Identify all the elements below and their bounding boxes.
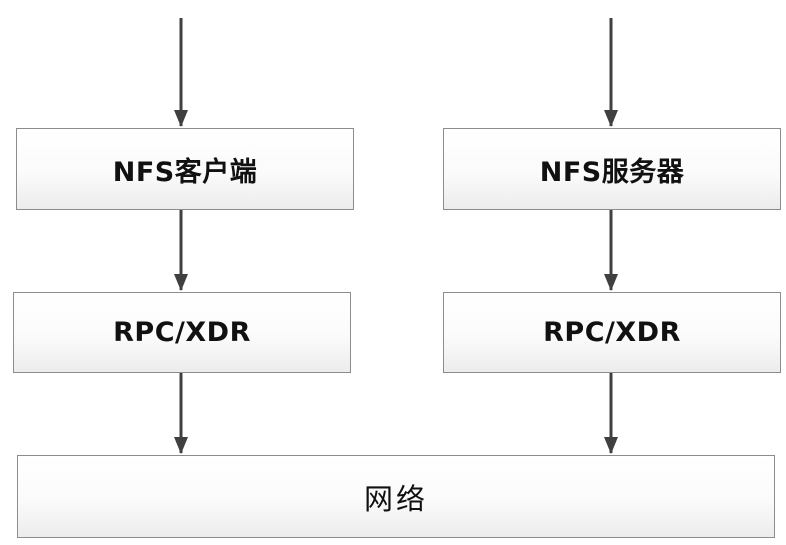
arrows-left-column bbox=[174, 18, 188, 454]
arrows-right-column bbox=[604, 18, 618, 454]
rpc-xdr-server-box: RPC/XDR bbox=[443, 292, 781, 373]
rpc-xdr-client-box: RPC/XDR bbox=[13, 292, 351, 373]
nfs-server-box: NFS服务器 bbox=[443, 128, 781, 210]
arrowhead-input-to-nfs-client bbox=[174, 110, 188, 127]
rpc-xdr-client-label: RPC/XDR bbox=[113, 317, 251, 348]
arrowhead-input-to-nfs-server bbox=[604, 110, 618, 127]
arrowhead-nfs-server-to-rpc bbox=[604, 274, 618, 291]
nfs-server-label: NFS服务器 bbox=[539, 156, 685, 188]
nfs-client-box: NFS客户端 bbox=[16, 128, 354, 210]
arrowhead-rpc-server-to-network bbox=[604, 437, 618, 454]
rpc-xdr-server-label: RPC/XDR bbox=[543, 317, 681, 348]
network-box: 网络 bbox=[17, 455, 775, 538]
network-label: 网络 bbox=[363, 481, 428, 516]
arrowhead-nfs-client-to-rpc bbox=[174, 274, 188, 291]
arrowhead-rpc-client-to-network bbox=[174, 437, 188, 454]
nfs-client-label: NFS客户端 bbox=[112, 156, 258, 188]
